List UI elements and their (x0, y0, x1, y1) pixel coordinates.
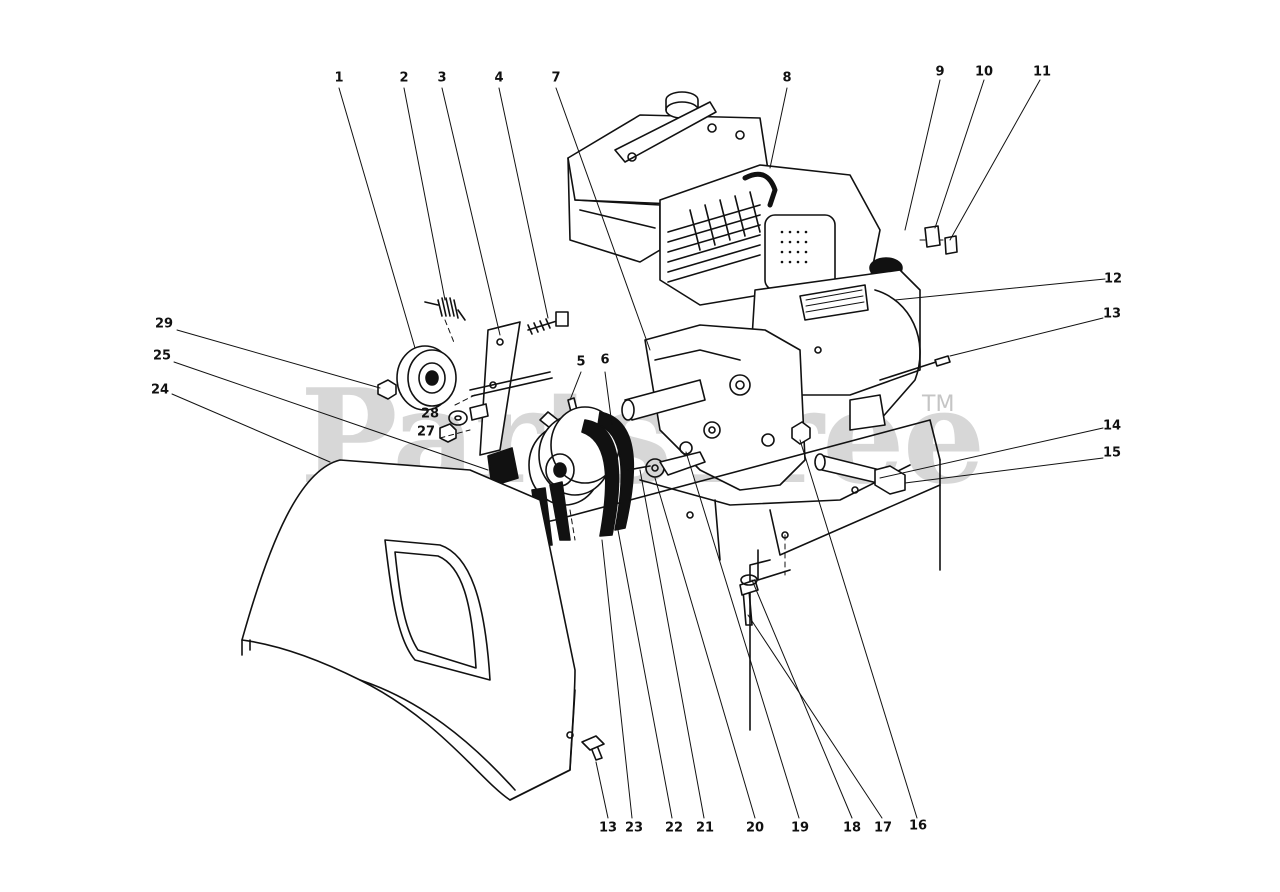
idler-pulley (396, 345, 457, 411)
callout-29[interactable]: 29 (154, 316, 174, 332)
bolt-13-top (879, 355, 951, 381)
callout-18[interactable]: 18 (842, 820, 862, 836)
callout-3[interactable]: 3 (437, 70, 447, 86)
callout-15[interactable]: 15 (1102, 445, 1122, 461)
spring (424, 297, 466, 321)
crank-hardware (627, 441, 706, 478)
engine-assembly (567, 91, 921, 491)
callout-17[interactable]: 17 (873, 820, 893, 836)
callout-20[interactable]: 20 (745, 820, 765, 836)
callout-6[interactable]: 6 (600, 352, 610, 368)
callout-21[interactable]: 21 (695, 820, 715, 836)
callout-13-top[interactable]: 13 (1102, 306, 1122, 322)
spacer-14 (814, 453, 883, 485)
callout-9[interactable]: 9 (935, 64, 945, 80)
callout-10[interactable]: 10 (974, 64, 994, 80)
leader-lines (171, 79, 1106, 819)
callout-25[interactable]: 25 (152, 348, 172, 364)
callout-19[interactable]: 19 (790, 820, 810, 836)
callout-27[interactable]: 27 (416, 424, 436, 440)
bolt-13-bottom (566, 731, 605, 761)
shaft (469, 371, 553, 397)
callout-8[interactable]: 8 (782, 70, 792, 86)
callout-24[interactable]: 24 (150, 382, 170, 398)
callout-28[interactable]: 28 (420, 406, 440, 422)
callout-23[interactable]: 23 (624, 820, 644, 836)
callout-7[interactable]: 7 (551, 70, 561, 86)
washer-28 (448, 410, 468, 426)
callout-12[interactable]: 12 (1103, 271, 1123, 287)
belt-cover (241, 459, 576, 801)
callout-22[interactable]: 22 (664, 820, 684, 836)
callout-11[interactable]: 11 (1032, 64, 1052, 80)
washer-18 (740, 574, 758, 586)
nut-16 (791, 421, 811, 445)
callout-1[interactable]: 1 (334, 70, 344, 86)
callout-14[interactable]: 14 (1102, 418, 1122, 434)
nut-15 (874, 465, 906, 495)
callout-2[interactable]: 2 (399, 70, 409, 86)
callout-13-bottom[interactable]: 13 (598, 820, 618, 836)
brake-pad (487, 447, 519, 487)
nut-27 (439, 423, 457, 443)
idler-bracket (479, 321, 521, 456)
nut-29 (377, 379, 397, 400)
callout-4[interactable]: 4 (494, 70, 504, 86)
bolt-4 (527, 311, 569, 335)
callout-5[interactable]: 5 (576, 354, 586, 370)
callout-16[interactable]: 16 (908, 818, 928, 834)
spacer (469, 403, 489, 421)
